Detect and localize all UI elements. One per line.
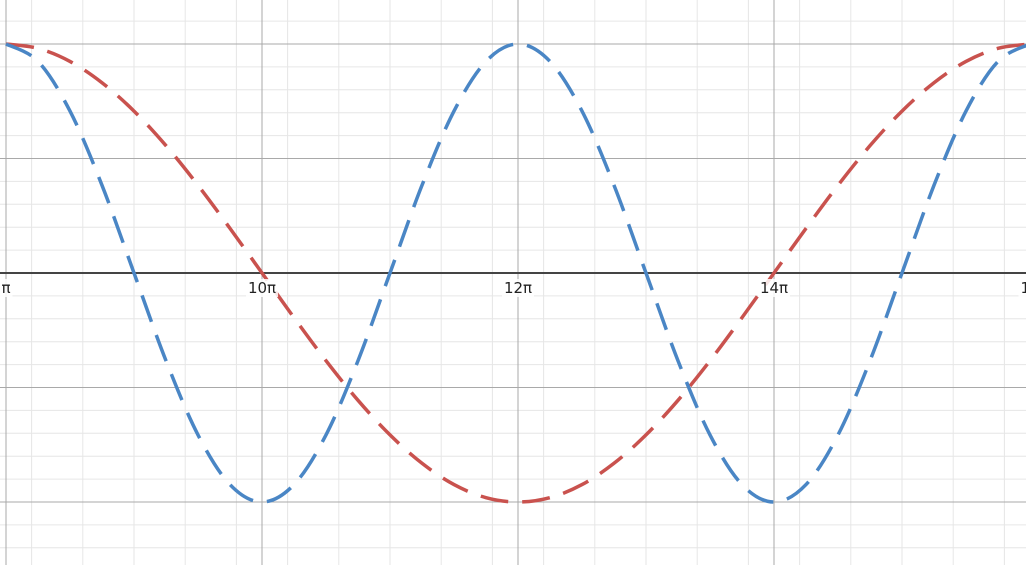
x-tick-label: π bbox=[1, 279, 10, 297]
tick-label-halo bbox=[501, 279, 535, 297]
series-blue-curve bbox=[5, 42, 1026, 504]
x-tick-label: 10π bbox=[248, 279, 276, 297]
tick-label-halo bbox=[757, 279, 791, 297]
tick-label-halo bbox=[1018, 279, 1026, 297]
tick-label-halo bbox=[0, 279, 13, 297]
x-tick-label: 12π bbox=[504, 279, 532, 297]
tick-label-halo bbox=[245, 279, 279, 297]
plot-curves bbox=[5, 42, 1026, 504]
x-tick-label: 14π bbox=[760, 279, 788, 297]
x-tick-labels: π 10π 12π 14π 16 bbox=[0, 279, 1026, 297]
x-tick-label: 16 bbox=[1020, 279, 1026, 297]
